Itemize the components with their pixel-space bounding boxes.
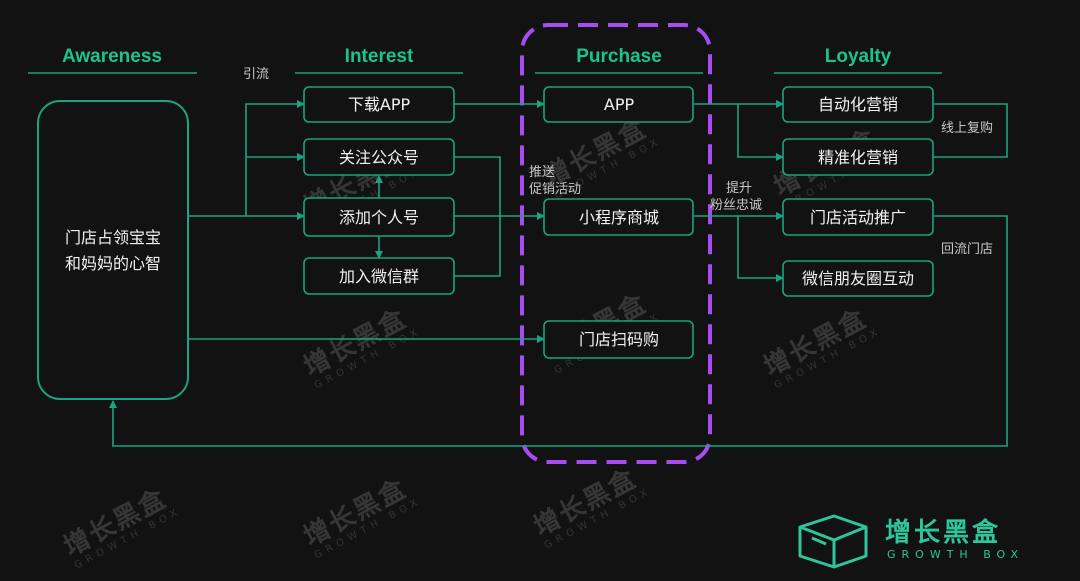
- loyalty-item-precision-marketing: 精准化营销: [782, 138, 934, 176]
- svg-text:小程序商城: 小程序商城: [579, 208, 659, 227]
- svg-text:门店活动推广: 门店活动推广: [810, 208, 906, 227]
- svg-text:关注公众号: 关注公众号: [339, 148, 419, 167]
- purchase-item-mini-program-mall: 小程序商城: [543, 198, 694, 236]
- svg-text:APP: APP: [604, 95, 635, 114]
- stage-heading-interest: Interest: [345, 46, 414, 67]
- growth-box-logo-icon: [798, 514, 868, 569]
- interest-item-follow-official-account: 关注公众号: [303, 138, 455, 176]
- note-return-store: 回流门店: [941, 242, 993, 257]
- interest-item-download-app: 下载APP: [303, 86, 455, 123]
- loyalty-item-automated-marketing: 自动化营销: [782, 86, 934, 123]
- awareness-text-line2: 和妈妈的心智: [65, 254, 161, 273]
- loyalty-item-wechat-moments-interaction: 微信朋友圈互动: [782, 260, 934, 297]
- note-push-line1: 推送: [529, 165, 555, 180]
- awareness-box: [37, 100, 189, 400]
- svg-text:自动化营销: 自动化营销: [818, 95, 898, 114]
- connector-lines: [109, 100, 1008, 447]
- interest-item-add-personal-account: 添加个人号: [303, 197, 455, 237]
- svg-text:精准化营销: 精准化营销: [818, 148, 898, 167]
- svg-text:加入微信群: 加入微信群: [339, 267, 419, 286]
- purchase-highlight-frame: [520, 23, 712, 464]
- svg-text:门店扫码购: 门店扫码购: [579, 330, 659, 349]
- loyalty-item-store-event-promotion: 门店活动推广: [782, 198, 934, 236]
- note-boost-line1: 提升: [726, 180, 752, 196]
- svg-text:下载APP: 下载APP: [348, 95, 411, 114]
- stage-heading-loyalty: Loyalty: [825, 46, 892, 67]
- note-push-line2: 促销活动: [529, 182, 581, 197]
- svg-text:微信朋友圈互动: 微信朋友圈互动: [802, 269, 914, 288]
- stage-heading-purchase: Purchase: [576, 46, 662, 67]
- note-online-repurchase: 线上复购: [941, 120, 993, 136]
- logo-wordmark-cn: 增长黑盒: [885, 518, 1002, 548]
- svg-text:添加个人号: 添加个人号: [339, 208, 419, 227]
- stage-heading-awareness: Awareness: [62, 46, 162, 67]
- note-boost-line2: 粉丝忠诚: [710, 198, 762, 213]
- interest-item-join-wechat-group: 加入微信群: [303, 257, 455, 295]
- logo-wordmark-en: GROWTH BOX: [887, 548, 1025, 561]
- awareness-text-line1: 门店占领宝宝: [65, 228, 161, 247]
- note-traffic: 引流: [243, 67, 269, 82]
- purchase-item-store-scan-buy: 门店扫码购: [543, 320, 694, 359]
- purchase-item-app: APP: [543, 86, 694, 123]
